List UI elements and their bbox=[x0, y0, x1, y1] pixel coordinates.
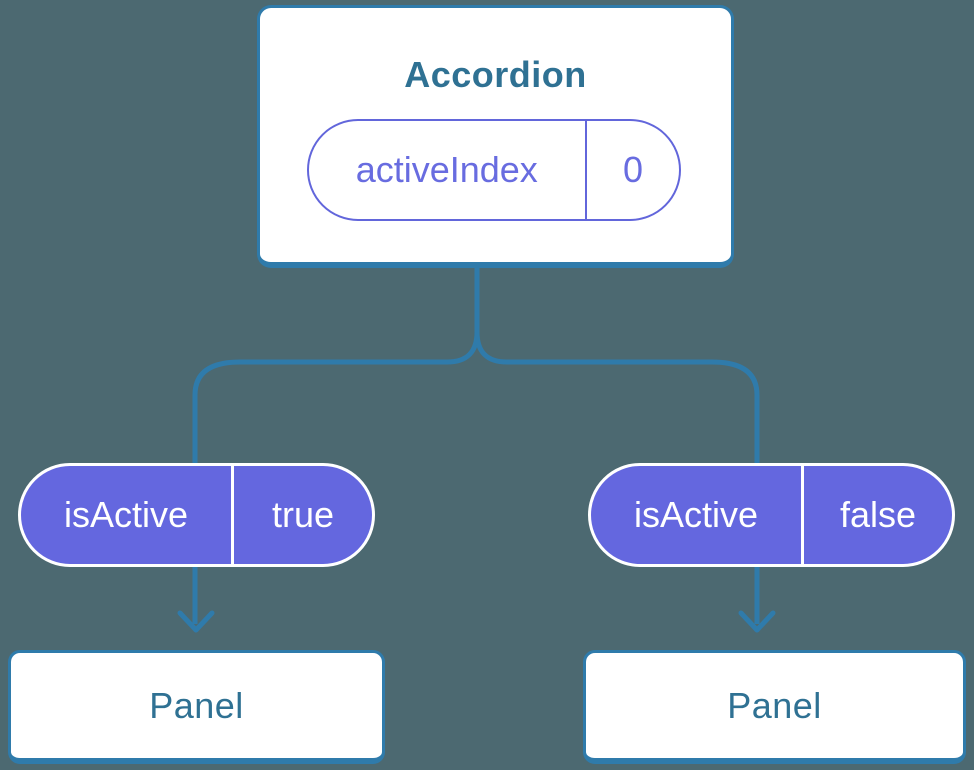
prop-pill-right-name: isActive bbox=[633, 494, 759, 535]
prop-pill-left-divider bbox=[231, 466, 234, 564]
accordion-card: Accordion activeIndex 0 bbox=[257, 5, 734, 268]
prop-pill-right: isActive false bbox=[588, 463, 955, 567]
prop-pill-right-divider bbox=[801, 466, 804, 564]
branch-line-left bbox=[192, 266, 480, 624]
state-pill-divider bbox=[584, 121, 587, 219]
prop-pill-right-value: false bbox=[839, 494, 917, 535]
state-pill-name: activeIndex bbox=[355, 149, 538, 190]
arrow-down-right-icon bbox=[738, 610, 776, 633]
panel-card-right: Panel bbox=[583, 650, 966, 764]
arrow-down-left-icon bbox=[177, 610, 215, 633]
panel-right-label: Panel bbox=[727, 684, 822, 726]
prop-pill-left-value: true bbox=[271, 494, 335, 535]
panel-card-left: Panel bbox=[8, 650, 385, 764]
prop-pill-left: isActive true bbox=[18, 463, 375, 567]
panel-left-label: Panel bbox=[149, 684, 244, 726]
accordion-title: Accordion bbox=[404, 54, 587, 95]
state-pill-value: 0 bbox=[622, 149, 644, 190]
state-pill: activeIndex 0 bbox=[307, 119, 681, 221]
branch-line-right bbox=[474, 266, 760, 624]
prop-pill-left-name: isActive bbox=[63, 494, 189, 535]
